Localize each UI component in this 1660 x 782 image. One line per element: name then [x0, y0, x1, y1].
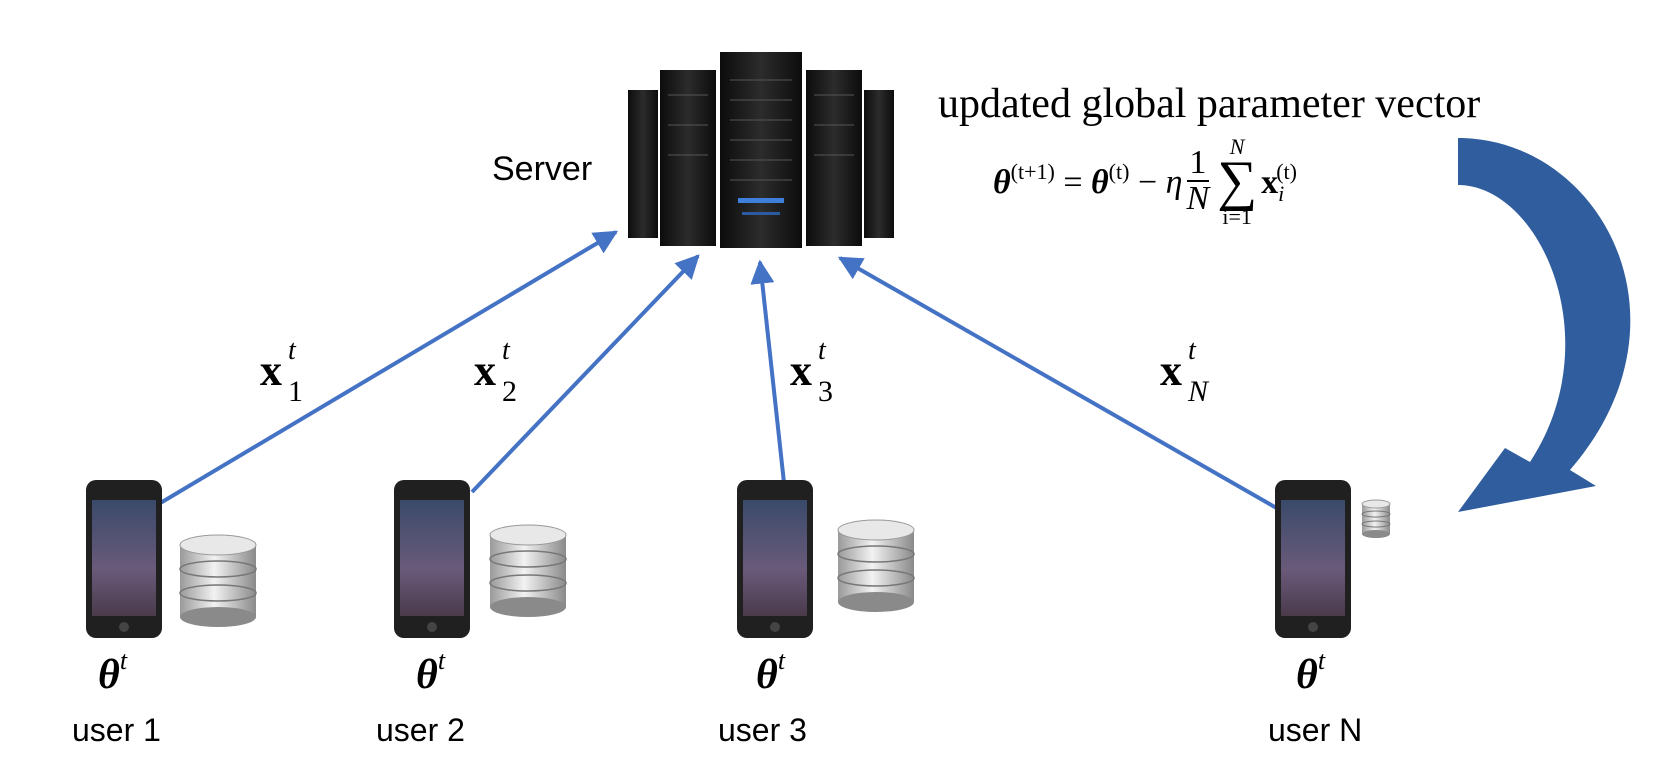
curved-broadcast-arrow — [1458, 138, 1631, 512]
user-n-theta: θt — [1296, 646, 1325, 699]
phone-icon-user-n — [1275, 480, 1351, 638]
upload-arrow-user-2 — [470, 254, 700, 494]
phone-icon-user-2 — [394, 480, 470, 638]
theta-sup: t — [777, 646, 786, 675]
formula-frac-den: N — [1186, 180, 1210, 217]
user-1-theta: θt — [98, 646, 127, 699]
user-2-theta: θt — [416, 646, 445, 699]
message-sub: 1 — [288, 375, 303, 408]
message-sub: 2 — [502, 375, 517, 408]
formula-sum: N∑i=1 — [1217, 134, 1258, 229]
message-sup: t — [1188, 335, 1196, 366]
database-icon-user-3 — [837, 519, 915, 612]
theta-symbol: θ — [756, 652, 778, 698]
theta-symbol: θ — [1296, 652, 1318, 698]
database-icon-user-n — [1361, 499, 1391, 538]
formula-sup-cur: (t) — [1108, 158, 1130, 184]
theta-symbol: θ — [416, 652, 438, 698]
update-title: updated global parameter vector — [938, 81, 1481, 127]
message-sub: N — [1188, 375, 1209, 408]
user-1-label: user 1 — [72, 712, 161, 748]
user-3-label: user 3 — [718, 712, 807, 748]
formula-x: x — [1261, 163, 1279, 201]
message-sup: t — [288, 335, 296, 366]
server-label: Server — [492, 150, 593, 188]
message-base: x — [790, 346, 812, 395]
upload-arrow-user-3 — [750, 259, 787, 493]
database-icon-user-2 — [489, 524, 567, 617]
upload-arrow-user-n — [837, 256, 1281, 512]
formula-minus: − — [1137, 163, 1158, 201]
formula-equals: = — [1063, 163, 1083, 201]
user-2-label: user 2 — [376, 712, 465, 748]
user-n-label: user N — [1268, 712, 1363, 748]
theta-symbol: θ — [98, 652, 120, 698]
theta-sup: t — [437, 646, 446, 675]
phone-icon-user-1 — [86, 480, 162, 638]
message-base: x — [260, 346, 282, 395]
message-sup: t — [502, 335, 510, 366]
message-base: x — [474, 346, 496, 395]
database-icon-user-1 — [179, 534, 257, 627]
message-sub: 3 — [818, 375, 833, 408]
upload-arrow-user-1 — [150, 230, 619, 510]
formula-theta-cur: θ — [1091, 163, 1109, 201]
theta-sup: t — [1317, 646, 1326, 675]
formula-sum-bottom: i=1 — [1222, 204, 1252, 229]
formula-x-sup: (t) — [1276, 158, 1297, 184]
formula-theta-next: θ — [993, 163, 1011, 201]
formula-sum-top: N — [1229, 134, 1245, 159]
message-sup: t — [818, 335, 826, 366]
formula-eta: η — [1165, 163, 1183, 201]
server-icon — [628, 52, 894, 248]
phone-icon-user-3 — [737, 480, 813, 638]
theta-sup: t — [119, 646, 128, 675]
user-3-theta: θt — [756, 646, 785, 699]
formula-frac-num: 1 — [1186, 146, 1210, 182]
formula-sum-symbol: ∑ — [1217, 150, 1258, 212]
message-base: x — [1160, 346, 1182, 395]
formula-sup-next: (t+1) — [1010, 158, 1055, 184]
formula-x-sub: i — [1278, 180, 1285, 206]
